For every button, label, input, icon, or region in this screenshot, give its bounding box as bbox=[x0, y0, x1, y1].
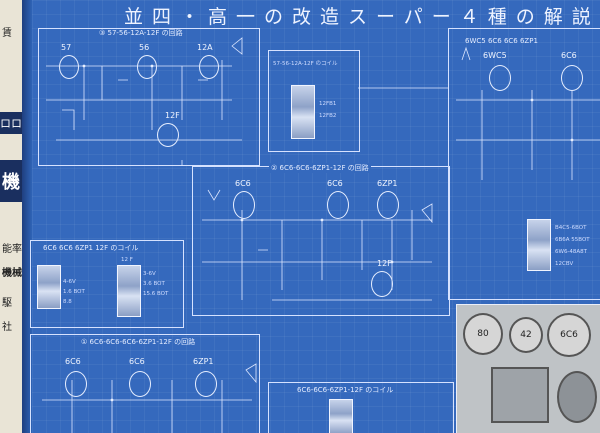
strip-label-box: ロロ bbox=[0, 112, 22, 134]
coil-2-note-3: 3.6 BOT bbox=[143, 281, 165, 287]
coil-panel-2: 6C6 6C6 6ZP1 12F のコイル 12 F 3-6V 3.6 BOT … bbox=[30, 240, 184, 328]
strip-text-1: 賃 bbox=[2, 28, 12, 39]
coil-2b-drawing bbox=[117, 265, 141, 317]
tube-56 bbox=[137, 55, 157, 79]
meter-80: 80 bbox=[463, 313, 503, 355]
circuit-panel-4: 6WC5 6C6 6C6 6ZP1 6WC5 6C6 B4C5-6BOT 6B6… bbox=[448, 28, 600, 300]
circuit-panel-3: ① 6C6-6C6-6C6-6ZP1-12F の回路 6C6 6C6 6ZP1 bbox=[30, 334, 260, 433]
strip-big-glyph: 機 bbox=[0, 160, 22, 202]
tube-12f-label: 12F bbox=[165, 111, 180, 120]
tube-12f bbox=[157, 123, 179, 147]
adjacent-page-strip: 賃 ロロ 機 能率 機械 駆 社 bbox=[0, 0, 32, 433]
meter-42: 42 bbox=[509, 317, 543, 353]
strip-text-2: 能率 bbox=[2, 244, 22, 255]
panel-3-caption: ① 6C6-6C6-6C6-6ZP1-12F の回路 bbox=[81, 338, 196, 346]
coil-panel-1-caption: 57-56-12A-12F のコイル bbox=[273, 61, 338, 67]
panel-1-caption: ③ 57-56-12A-12F の回路 bbox=[99, 29, 183, 37]
coil-panel-1: 57-56-12A-12F のコイル 12FB1 12FB2 bbox=[268, 50, 360, 152]
tube-12f-b bbox=[371, 271, 393, 297]
panel-4-caption: 6WC5 6C6 6C6 6ZP1 bbox=[465, 37, 538, 45]
tube-6c6-d-label: 6C6 bbox=[129, 357, 145, 366]
tube-6c6-c bbox=[65, 371, 87, 397]
coil-4-note-4: 12CBV bbox=[555, 261, 574, 267]
meter-6c6: 6C6 bbox=[547, 313, 591, 357]
tube-6c6-b-label: 6C6 bbox=[327, 179, 343, 188]
panel-2-caption: ② 6C6-6C6-6ZP1-12F の回路 bbox=[269, 163, 371, 173]
tube-12a-label: 12A bbox=[197, 43, 213, 52]
tube-6wc5 bbox=[489, 65, 511, 91]
tube-6c6-e-label: 6C6 bbox=[561, 51, 577, 60]
coil-2-note-5: 4-6V bbox=[63, 279, 76, 285]
strip-text-3: 機械 bbox=[2, 268, 22, 279]
tube-57-label: 57 bbox=[61, 43, 72, 52]
tube-57 bbox=[59, 55, 79, 79]
coil-2-note-2: 3-6V bbox=[143, 271, 156, 277]
coil-4-note-2: 6B6A 55BOT bbox=[555, 237, 590, 243]
coil-4-note-1: B4C5-6BOT bbox=[555, 225, 587, 231]
circuit-panel-2: ② 6C6-6C6-6ZP1-12F の回路 6C6 6C6 6ZP1 12F bbox=[192, 163, 450, 316]
strip-text-4: 駆 bbox=[2, 298, 12, 309]
tube-12a bbox=[199, 55, 219, 79]
blueprint-sheet: 並四・高一の改造スーパー４種の解説 ③ 57-56-12A-12F の回路 57… bbox=[30, 0, 600, 433]
tube-6c6-a-label: 6C6 bbox=[235, 179, 251, 188]
coil-2-note-6: 1.6 BOT bbox=[63, 289, 85, 295]
coil-2a-drawing bbox=[37, 265, 61, 309]
page-title: 並四・高一の改造スーパー４種の解説 bbox=[124, 6, 600, 28]
coil-1-note-b: 12FB2 bbox=[319, 113, 337, 119]
coil-2-note-1: 12 F bbox=[121, 257, 133, 263]
tube-6c6-b bbox=[327, 191, 349, 219]
coil-panel-3: 6C6-6C6-6ZP1-12F のコイル bbox=[268, 382, 454, 433]
tube-6c6-d bbox=[129, 371, 151, 397]
tube-6c6-a bbox=[233, 191, 255, 219]
tube-6c6-c-label: 6C6 bbox=[65, 357, 81, 366]
tube-6wc5-label: 6WC5 bbox=[483, 51, 507, 60]
coil-2-note-7: 8.8 bbox=[63, 299, 72, 305]
coil-1-drawing bbox=[291, 85, 315, 139]
circuit-panel-1: ③ 57-56-12A-12F の回路 57 56 12A 12F bbox=[38, 28, 260, 166]
speaker-shape bbox=[557, 371, 597, 423]
coil-panel-3-caption: 6C6-6C6-6ZP1-12F のコイル bbox=[297, 386, 394, 394]
coil-1-note-a: 12FB1 bbox=[319, 101, 337, 107]
chassis-photo: 80 42 6C6 bbox=[456, 304, 600, 433]
tube-6zp1-b bbox=[195, 371, 217, 397]
tube-6zp1 bbox=[377, 191, 399, 219]
tube-6zp1-b-label: 6ZP1 bbox=[193, 357, 214, 366]
coil-panel-2-caption: 6C6 6C6 6ZP1 12F のコイル bbox=[43, 244, 139, 252]
coil-4-drawing bbox=[527, 219, 551, 271]
coil-2-note-4: 15.6 BOT bbox=[143, 291, 169, 297]
coil-3-drawing bbox=[329, 399, 353, 433]
transformer-block bbox=[491, 367, 549, 423]
tube-6zp1-label: 6ZP1 bbox=[377, 179, 398, 188]
coil-4-note-3: 6W6-48A8T bbox=[555, 249, 588, 255]
tube-56-label: 56 bbox=[139, 43, 150, 52]
tube-12f-b-label: 12F bbox=[377, 259, 392, 268]
strip-text-5: 社 bbox=[2, 322, 12, 333]
schematic-lines bbox=[42, 37, 600, 433]
